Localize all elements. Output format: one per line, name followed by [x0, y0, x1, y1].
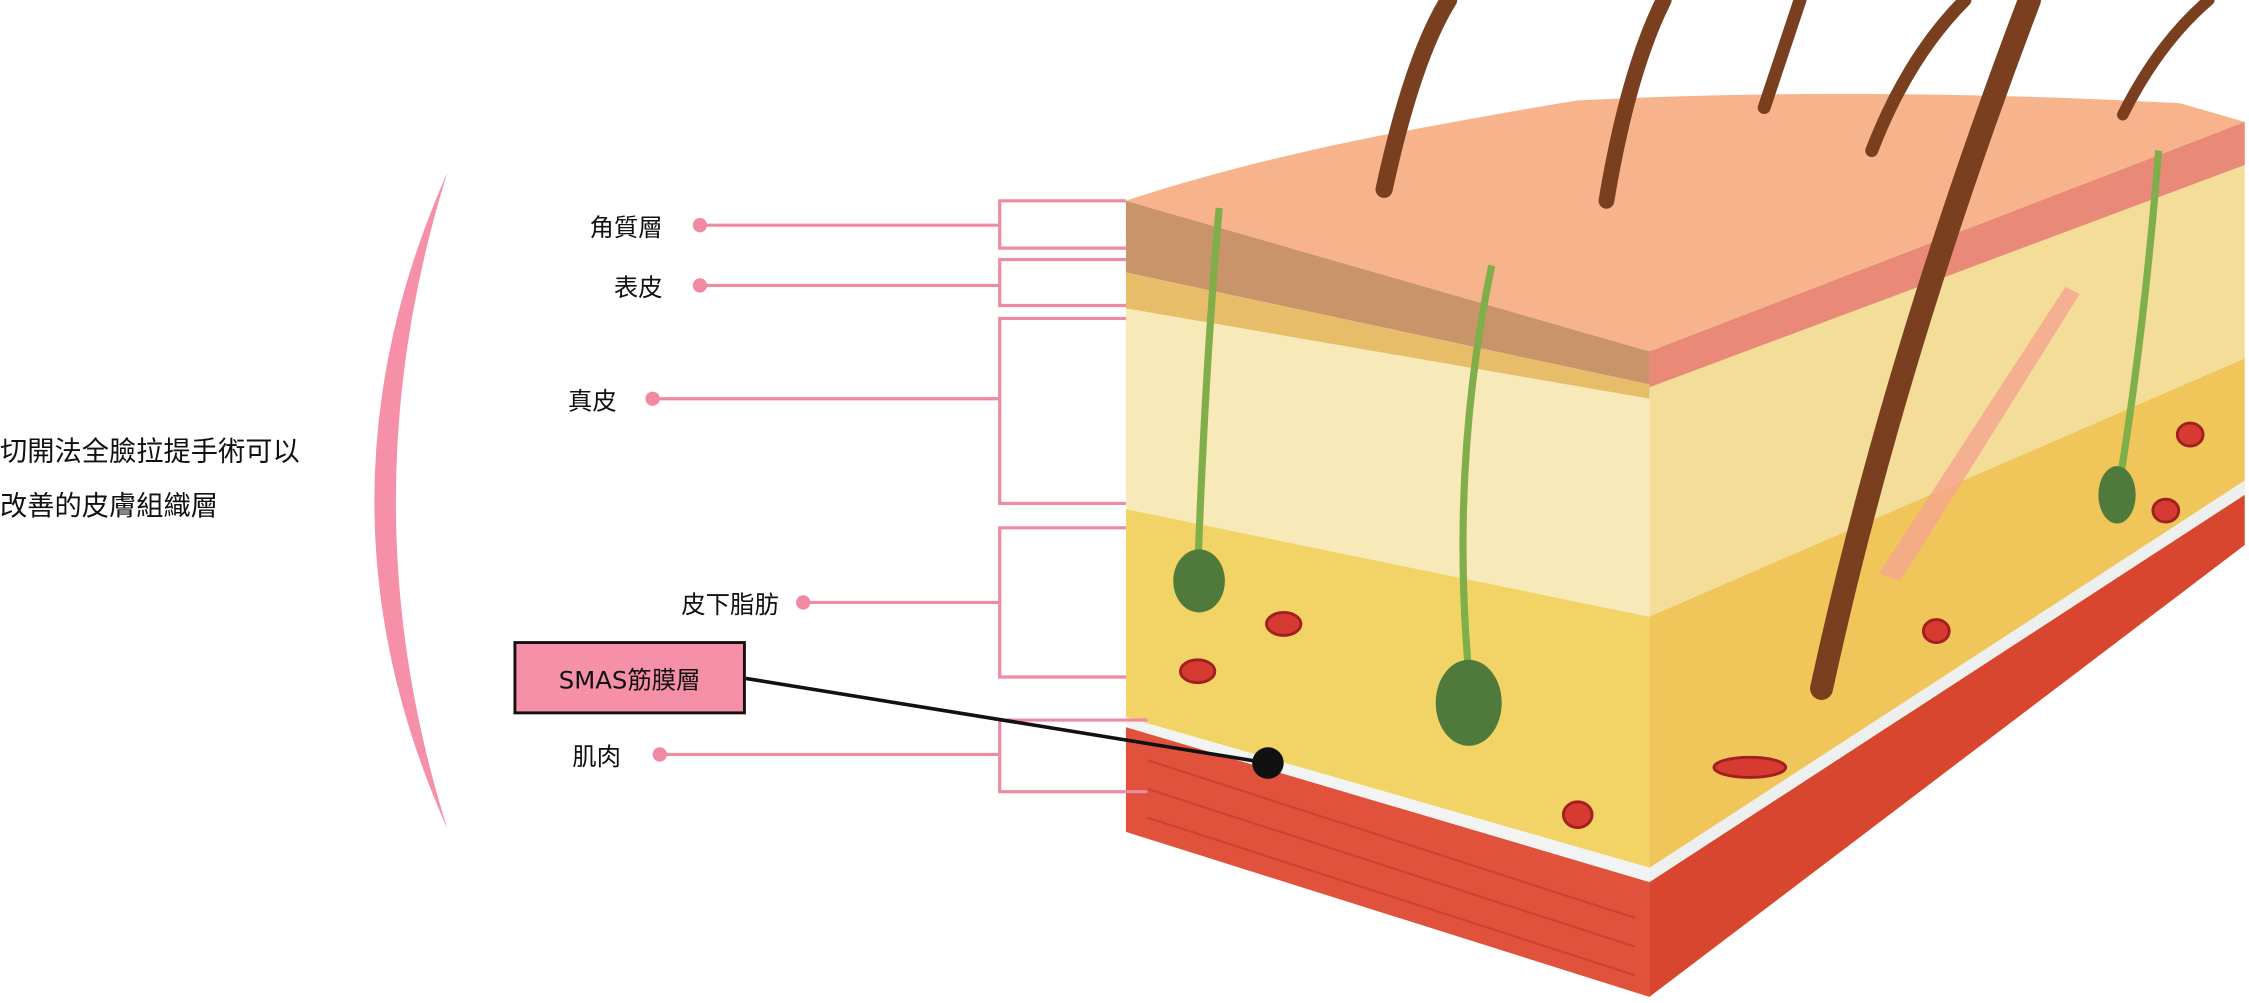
- smas-pointer-dot: [1252, 747, 1284, 779]
- right-face-smas: [1649, 480, 2245, 883]
- diagram-caption: 切開法全臉拉提手術可以 改善的皮膚組織層: [0, 425, 300, 534]
- label-dermis: 真皮: [567, 387, 617, 417]
- epidermis-dot: [692, 278, 708, 293]
- dermis-dot: [645, 391, 660, 406]
- label-subcutaneous-fat: 皮下脂肪: [681, 591, 779, 621]
- label-muscle: 肌肉: [572, 743, 622, 773]
- front-dermis: [1125, 308, 1650, 617]
- caption-line-1: 切開法全臉拉提手術可以: [0, 436, 300, 468]
- right-face-muscle: [1649, 494, 2245, 997]
- label-smas-box: SMAS筋膜層: [513, 641, 746, 715]
- smas-pointer-line: [745, 676, 1269, 765]
- fat-dot: [796, 595, 811, 610]
- grouping-arc: [374, 172, 448, 830]
- label-smas: SMAS筋膜層: [558, 666, 701, 696]
- front-epidermis: [1125, 272, 1650, 399]
- front-fat: [1125, 509, 1650, 868]
- caption-line-2: 改善的皮膚組織層: [0, 490, 219, 523]
- label-stratum-corneum: 角質層: [589, 214, 663, 244]
- label-epidermis: 表皮: [613, 274, 663, 304]
- muscle-dot: [652, 747, 667, 762]
- front-stratum-corneum: [1125, 200, 1650, 385]
- right-face-dermis: [1649, 157, 2245, 617]
- arrector-muscle: [1878, 286, 2080, 581]
- stratum-corneum-dot: [692, 218, 708, 233]
